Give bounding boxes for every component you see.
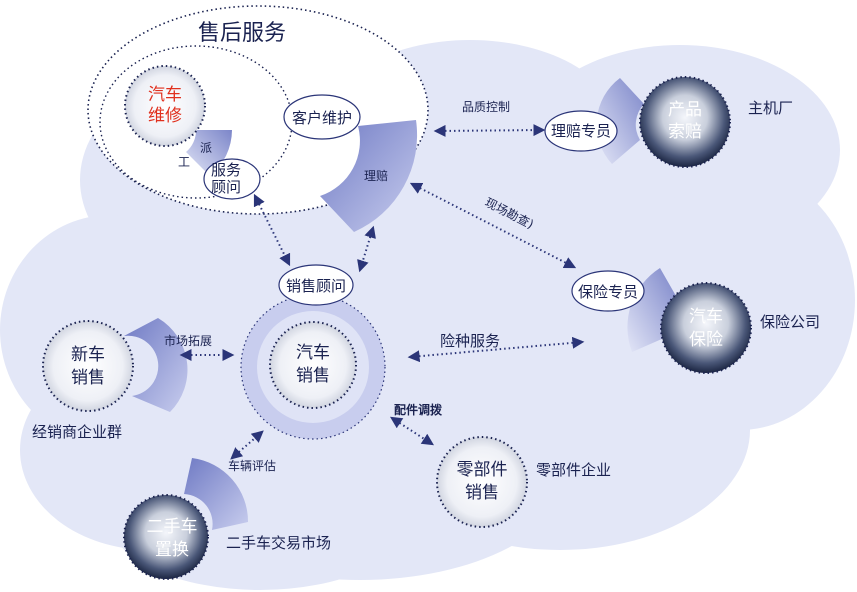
claims-sector <box>320 120 418 232</box>
site-survey-arrow <box>409 182 577 269</box>
parts-company-label: 零部件企业 <box>536 461 611 479</box>
sales-advisor-node <box>278 264 354 306</box>
used-car-line1: 二手车 <box>147 517 198 537</box>
claims-sector-label: 理赔 <box>364 168 388 183</box>
product-claims-line1: 产品 <box>668 100 702 120</box>
parts-line2: 销售 <box>465 483 499 503</box>
used-market-label: 二手车交易市场 <box>226 534 331 552</box>
car-repair-line2: 维修 <box>148 106 182 126</box>
dispatch-char1: 派 <box>200 141 212 155</box>
insurance-specialist-label: 保险专员 <box>578 283 638 301</box>
new-car-sector <box>124 318 188 412</box>
used-car-line2: 置换 <box>155 540 189 560</box>
insurance-company-label: 保险公司 <box>760 313 820 331</box>
insurance-service-label: 险种服务 <box>440 332 500 350</box>
parts-sales-node <box>436 436 528 528</box>
parts-allocation-label: 配件调拨 <box>394 402 443 417</box>
service-advisor-node <box>203 158 261 200</box>
after-sales-zone <box>87 5 429 215</box>
oem-label: 主机厂 <box>748 99 793 117</box>
market-expansion-label: 市场拓展 <box>164 333 212 348</box>
car-sales-node <box>269 321 357 409</box>
dispatch-char2: 工 <box>178 155 190 169</box>
car-sales-line1: 汽车 <box>296 343 330 363</box>
used-car-node <box>123 494 209 580</box>
service-advisor-line2: 顾问 <box>211 178 241 196</box>
service-advisor-line1: 服务 <box>211 161 241 179</box>
customer-care-node <box>283 94 361 140</box>
insurance-specialist-node <box>571 270 645 312</box>
car-repair-node <box>124 65 206 147</box>
claims-specialist-label: 理赔专员 <box>551 122 611 140</box>
sales-advisor-label: 销售顾问 <box>286 277 346 295</box>
car-insurance-line1: 汽车 <box>689 307 723 327</box>
parts-allocation-arrow <box>389 416 435 446</box>
vehicle-evaluation-label: 车辆评估 <box>228 458 276 473</box>
used-car-sector <box>184 458 249 530</box>
car-sales-line2: 销售 <box>296 366 330 386</box>
advisor-link-arrow <box>253 193 291 267</box>
car-insurance-node <box>660 282 752 374</box>
connectors <box>179 124 585 460</box>
product-claims-line2: 索赔 <box>668 122 702 142</box>
new-car-line1: 新车 <box>71 345 105 365</box>
product-claims-node <box>639 76 731 168</box>
new-car-sales-node <box>42 320 134 412</box>
after-sales-title: 售后服务 <box>198 21 286 46</box>
new-car-line2: 销售 <box>71 368 105 388</box>
parts-line1: 零部件 <box>457 460 508 480</box>
claims-link-arrow <box>357 225 376 273</box>
dealer-group-label: 经销商企业群 <box>32 423 122 441</box>
insurance-service-arrow <box>407 336 585 363</box>
quality-control-label: 品质控制 <box>462 100 510 114</box>
customer-care-label: 客户维护 <box>292 109 352 127</box>
car-insurance-line2: 保险 <box>689 330 723 350</box>
car-repair-line1: 汽车 <box>148 85 182 105</box>
